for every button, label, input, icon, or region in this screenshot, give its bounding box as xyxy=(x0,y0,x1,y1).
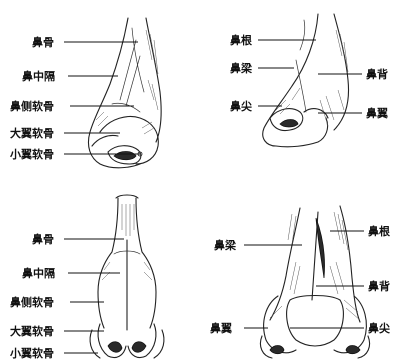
label-nasal-wing: 鼻翼 xyxy=(210,321,232,335)
nose-front-sketch-surface xyxy=(260,206,369,358)
label-minor-alar-cartilage: 小翼软骨 xyxy=(9,346,54,360)
nose-side-sketch-surface xyxy=(263,14,349,147)
label-nasal-wing: 鼻翼 xyxy=(366,106,388,120)
label-minor-alar-cartilage: 小翼软骨 xyxy=(9,147,54,161)
leader-lines xyxy=(244,231,364,328)
label-nasal-bridge: 鼻梁 xyxy=(214,238,237,252)
label-nasal-bone: 鼻骨 xyxy=(32,232,54,246)
panel-top-left: 鼻骨 鼻中隔 鼻侧软骨 大翼软骨 小翼软骨 xyxy=(9,18,161,168)
label-nasal-septum: 鼻中隔 xyxy=(22,69,55,83)
label-nasal-root: 鼻根 xyxy=(230,33,253,47)
label-nasal-dorsum: 鼻背 xyxy=(368,279,390,293)
panel-bottom-left: 鼻骨 鼻中隔 鼻侧软骨 大翼软骨 小翼软骨 xyxy=(9,195,164,360)
label-nasal-dorsum: 鼻背 xyxy=(366,67,388,81)
label-major-alar-cartilage: 大翼软骨 xyxy=(10,126,54,140)
label-nasal-bone: 鼻骨 xyxy=(32,35,54,49)
label-major-alar-cartilage: 大翼软骨 xyxy=(10,324,54,338)
nose-side-sketch-anatomy xyxy=(88,18,161,168)
label-nasal-tip: 鼻尖 xyxy=(230,99,252,113)
label-nasal-root: 鼻根 xyxy=(368,224,391,238)
nose-front-sketch-anatomy xyxy=(90,195,164,358)
panel-top-right: 鼻根 鼻梁 鼻背 鼻尖 鼻翼 xyxy=(230,14,388,147)
label-nasal-septum: 鼻中隔 xyxy=(22,266,55,280)
panel-bottom-right: 鼻梁 鼻根 鼻背 鼻翼 鼻尖 xyxy=(210,206,391,358)
label-lateral-cartilage: 鼻侧软骨 xyxy=(10,99,54,113)
label-nasal-tip: 鼻尖 xyxy=(368,321,390,335)
label-nasal-bridge: 鼻梁 xyxy=(230,61,253,75)
leader-lines xyxy=(64,239,124,353)
label-lateral-cartilage: 鼻侧软骨 xyxy=(10,295,54,309)
